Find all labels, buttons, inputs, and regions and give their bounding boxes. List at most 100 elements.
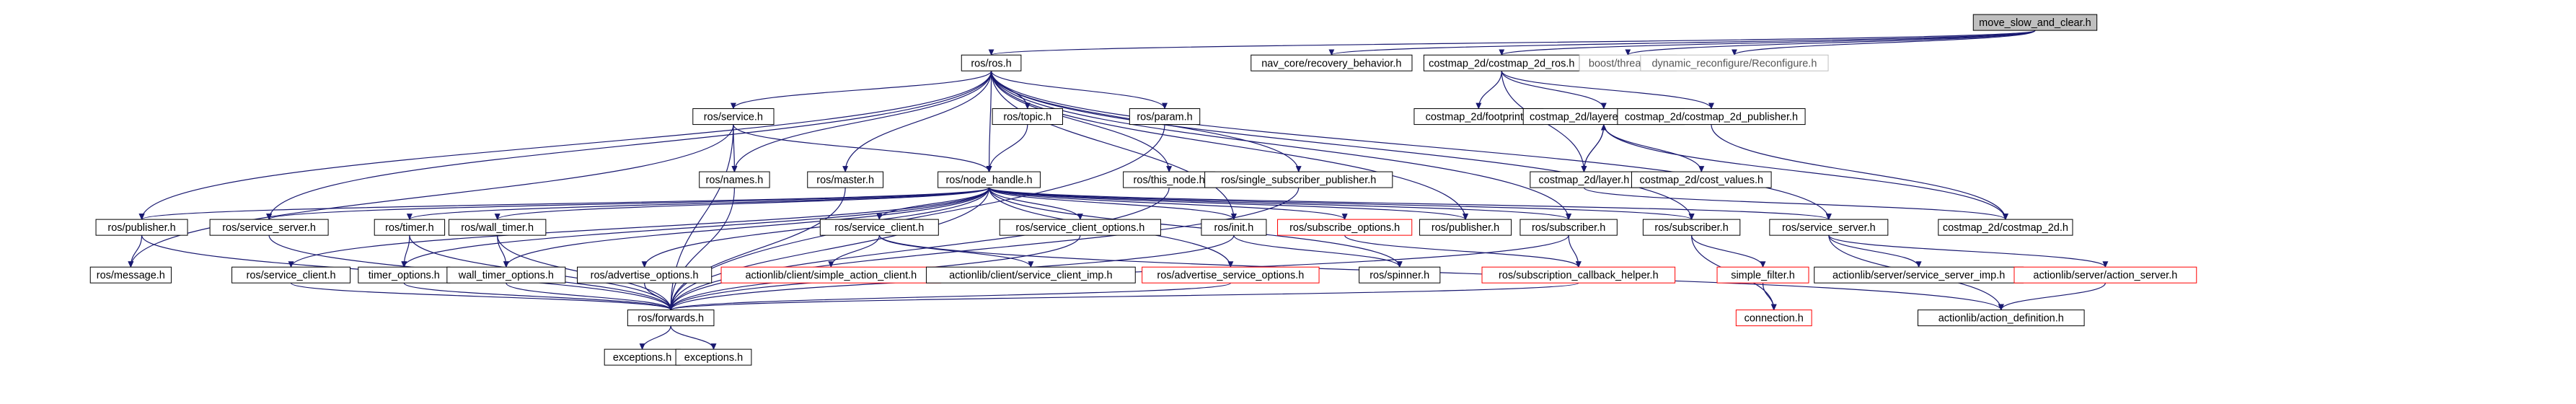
- node-box: [699, 171, 770, 188]
- edge-ros_sub_cb_helper-to-ros_forwards: [668, 282, 1579, 311]
- edge-ros_timer_options-to-ros_forwards: [403, 282, 674, 311]
- node-cm-layer[interactable]: costmap_2d/layer.h: [1530, 171, 1638, 188]
- node-ros-names[interactable]: ros/names.h: [699, 171, 770, 188]
- node-ros-this-node[interactable]: ros/this_node.h: [1123, 171, 1216, 188]
- node-al-service-client-imp[interactable]: actionlib/client/service_client_imp.h: [925, 266, 1136, 284]
- node-al-simple-action-client[interactable]: actionlib/client/simple_action_client.h: [720, 266, 942, 284]
- node-ros-service-client-options[interactable]: ros/service_client_options.h: [999, 219, 1161, 236]
- node-box: [961, 54, 1022, 71]
- node-ros-advertise-service-options[interactable]: ros/advertise_service_options.h: [1142, 266, 1320, 284]
- node-label: ros/single_subscriber_publisher.h: [1221, 175, 1376, 186]
- edge-ros_node_handle-to-ros_service_server_r: [988, 187, 1832, 221]
- node-label: ros/message.h: [97, 270, 165, 281]
- node-label: ros/this_node.h: [1134, 175, 1205, 186]
- edge-move_slow-to-dyn_reconf: [1732, 30, 2036, 56]
- node-label: ros/wall_timer.h: [461, 222, 534, 234]
- node-simple-filter[interactable]: simple_filter.h: [1716, 266, 1809, 284]
- node-label: ros/init.h: [1214, 222, 1254, 234]
- node-ros-service-server-r[interactable]: ros/service_server.h: [1769, 219, 1889, 236]
- edge-ros_node_handle-to-ros_service_server_l: [266, 187, 990, 221]
- node-label: actionlib/server/action_server.h: [2033, 270, 2177, 281]
- node-ros-message[interactable]: ros/message.h: [89, 266, 172, 284]
- edge-ros_subscriber_r-to-simple_filter: [1690, 234, 1766, 268]
- edge-ros_ros-to-ros_publisher_r: [990, 71, 1469, 221]
- edge-ros_node_handle-to-ros_service_client2: [288, 187, 990, 268]
- node-al-action-definition[interactable]: actionlib/action_definition.h: [1917, 309, 2085, 327]
- node-ros-topic[interactable]: ros/topic.h: [992, 108, 1063, 126]
- node-box: [819, 219, 939, 236]
- node-label: ros/subscriber.h: [1654, 222, 1728, 234]
- node-ros-service-server-l[interactable]: ros/service_server.h: [209, 219, 329, 236]
- node-label: costmap_2d/costmap_2d_publisher.h: [1625, 112, 1798, 123]
- node-box: [1250, 54, 1413, 71]
- edge-ros_service-to-ros_message: [128, 124, 734, 268]
- node-al-action-server[interactable]: actionlib/server/action_server.h: [2013, 266, 2197, 284]
- node-ros-ros[interactable]: ros/ros.h: [961, 54, 1022, 71]
- node-costmap-ros[interactable]: costmap_2d/costmap_2d_ros.h: [1423, 54, 1580, 71]
- node-box: [1640, 54, 1829, 71]
- edge-ros_node_handle-to-ros_subscribe_options: [988, 187, 1348, 221]
- node-ros-timer-options[interactable]: timer_options.h: [358, 266, 451, 284]
- node-connection[interactable]: connection.h: [1735, 309, 1812, 327]
- node-box: [1938, 219, 2073, 236]
- node-ros-subscriber-r[interactable]: ros/subscriber.h: [1642, 219, 1741, 236]
- edges-layer: [128, 30, 2109, 351]
- node-ros-spinner[interactable]: ros/spinner.h: [1359, 266, 1441, 284]
- node-label: costmap_2d/costmap_2d_ros.h: [1429, 58, 1574, 69]
- node-move-slow[interactable]: move_slow_and_clear.h: [1972, 14, 2098, 31]
- node-exceptions1[interactable]: exceptions.h: [604, 348, 681, 366]
- node-label: ros/topic.h: [1003, 112, 1051, 123]
- node-box: [374, 219, 446, 236]
- node-ros-advertise-options[interactable]: ros/advertise_options.h: [577, 266, 713, 284]
- node-exceptions2[interactable]: exceptions.h: [675, 348, 752, 366]
- node-label: costmap_2d/costmap_2d.h: [1943, 222, 2068, 234]
- node-ros-node-handle[interactable]: ros/node_handle.h: [938, 171, 1041, 188]
- node-cm-costmap[interactable]: costmap_2d/costmap_2d.h: [1938, 219, 2073, 236]
- node-ros-subscriber[interactable]: ros/subscriber.h: [1519, 219, 1618, 236]
- node-dyn-reconf[interactable]: dynamic_reconfigure/Reconfigure.h: [1640, 54, 1829, 71]
- node-label: ros/master.h: [816, 175, 874, 186]
- node-box: [1277, 219, 1413, 236]
- node-ros-master[interactable]: ros/master.h: [807, 171, 884, 188]
- edge-move_slow-to-ros_ros: [989, 30, 2036, 56]
- edge-ros_ros-to-ros_init: [990, 71, 1237, 221]
- edge-cm_publisher-to-cm_costmap: [1711, 124, 2008, 221]
- node-box: [1359, 266, 1441, 284]
- node-box: [446, 266, 566, 284]
- node-box: [992, 108, 1063, 126]
- node-ros-wall-timer-options[interactable]: wall_timer_options.h: [446, 266, 566, 284]
- node-cm-cost-values[interactable]: costmap_2d/cost_values.h: [1631, 171, 1772, 188]
- node-recovery[interactable]: nav_core/recovery_behavior.h: [1250, 54, 1413, 71]
- node-cm-publisher[interactable]: costmap_2d/costmap_2d_publisher.h: [1617, 108, 1806, 126]
- node-ros-wall-timer[interactable]: ros/wall_timer.h: [448, 219, 547, 236]
- node-box: [231, 266, 351, 284]
- edge-costmap_ros-to-cm_publisher: [1501, 71, 1714, 110]
- node-ros-forwards[interactable]: ros/forwards.h: [627, 309, 715, 327]
- edge-ros_service-to-ros_node_handle: [733, 124, 992, 173]
- node-ros-timer[interactable]: ros/timer.h: [374, 219, 446, 236]
- edge-move_slow-to-recovery: [1328, 30, 2036, 56]
- node-ros-service-client2[interactable]: ros/service_client.h: [231, 266, 351, 284]
- edge-ros_ros-to-ros_subscriber: [990, 71, 1572, 221]
- node-ros-service[interactable]: ros/service.h: [692, 108, 775, 126]
- node-box: [1129, 108, 1201, 126]
- node-ros-subscribe-options[interactable]: ros/subscribe_options.h: [1277, 219, 1413, 236]
- edge-ros_node_handle-to-ros_subscriber_r: [988, 187, 1695, 221]
- node-box: [807, 171, 884, 188]
- node-cm-footprint[interactable]: costmap_2d/footprint.h: [1413, 108, 1544, 126]
- node-ros-init[interactable]: ros/init.h: [1201, 219, 1267, 236]
- node-box: [1519, 219, 1618, 236]
- node-box: [999, 219, 1161, 236]
- node-al-service-server-imp[interactable]: actionlib/server/service_server_imp.h: [1814, 266, 2024, 284]
- node-box: [692, 108, 775, 126]
- edge-ros_service_server_r-to-al_action_server: [1828, 234, 2109, 268]
- node-ros-param[interactable]: ros/param.h: [1129, 108, 1201, 126]
- node-ros-publisher-l[interactable]: ros/publisher.h: [95, 219, 188, 236]
- node-ros-sub-cb-helper[interactable]: ros/subscription_callback_helper.h: [1481, 266, 1676, 284]
- edge-ros_ros-to-ros_node_handle: [986, 71, 992, 173]
- node-ros-service-client[interactable]: ros/service_client.h: [819, 219, 939, 236]
- node-ros-publisher-r[interactable]: ros/publisher.h: [1419, 219, 1512, 236]
- edge-ros_service_client-to-al_service_client_imp: [878, 234, 1034, 268]
- node-ros-single-sub-pub[interactable]: ros/single_subscriber_publisher.h: [1204, 171, 1393, 188]
- node-box: [1419, 219, 1512, 236]
